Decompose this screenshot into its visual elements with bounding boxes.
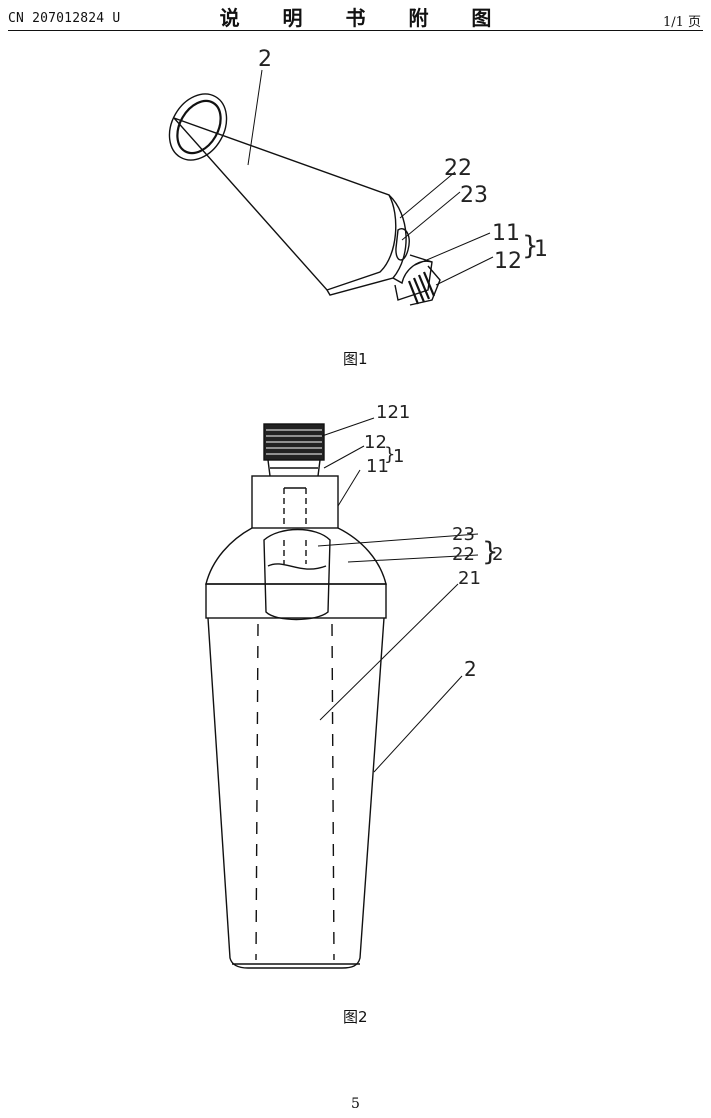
figure-1-drawing: 2 22 23 11 12 } 1	[168, 47, 548, 306]
fig1-label-2: 2	[258, 47, 272, 72]
fig2-body-21	[207, 617, 385, 969]
fig2-neck-12	[267, 459, 321, 477]
fig2-label-group-1: 1	[393, 446, 404, 467]
fig1-connector-11	[394, 254, 433, 301]
fig2-window-23	[263, 528, 331, 621]
header-rule	[8, 30, 703, 31]
fig2-brace-1: }	[384, 444, 395, 465]
fig2-connector-11	[251, 475, 339, 529]
fig1-brace: }	[522, 231, 539, 261]
figure-1-caption: 图1	[343, 350, 368, 368]
fig1-tube-opening-outer	[168, 93, 228, 161]
page-count: 1/1 页	[662, 15, 701, 30]
fig2-label-22: 22	[452, 544, 475, 565]
page-header: CN 207012824 U 说 明 书 附 图 1/1 页	[0, 0, 711, 32]
fig2-label-2: 2	[464, 657, 477, 681]
figure-2-drawing: 121 12 11 } 1 23 22 } 2 21 2	[205, 402, 503, 969]
fig1-window	[395, 228, 410, 261]
fig2-band	[205, 583, 387, 619]
page-number: 5	[351, 1096, 360, 1112]
fig1-label-22: 22	[444, 156, 472, 181]
fig1-tube-opening-inner	[176, 99, 222, 155]
fig2-label-group-2: 2	[492, 544, 503, 565]
figure-2-caption: 图2	[343, 1008, 368, 1026]
fig2-label-11: 11	[366, 456, 389, 477]
fig1-label-group-1: 1	[534, 237, 548, 262]
fig1-thread-12	[409, 265, 441, 306]
fig2-label-21: 21	[458, 568, 481, 589]
publication-number: CN 207012824 U	[8, 11, 121, 26]
fig2-label-121: 121	[376, 402, 410, 423]
document-title: 说 明 书 附 图	[219, 6, 510, 30]
fig2-dome-22	[205, 527, 387, 585]
fig1-label-12: 12	[494, 249, 522, 274]
fig1-label-11: 11	[492, 221, 520, 246]
fig1-tube-body	[173, 117, 397, 291]
fig1-label-23: 23	[460, 183, 488, 208]
fig2-label-23: 23	[452, 524, 475, 545]
fig2-brace-2: }	[482, 537, 499, 567]
fig2-label-12: 12	[364, 432, 387, 453]
